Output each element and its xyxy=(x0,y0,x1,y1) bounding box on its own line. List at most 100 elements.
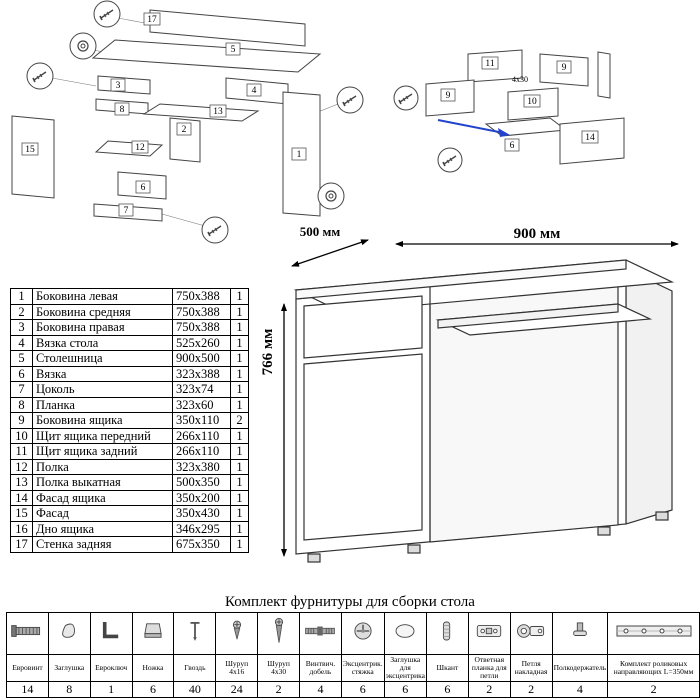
exploded-view-main: 17 5 3 8 4 13 2 12 15 6 7 1 xyxy=(11,0,364,244)
callout-circle xyxy=(69,32,97,60)
part-size: 350x430 xyxy=(172,505,231,522)
desk-right-side-panel xyxy=(625,268,673,525)
part-name: Вязка xyxy=(32,365,173,382)
desk-top-front-edge xyxy=(295,259,627,300)
plug-icon xyxy=(62,623,76,638)
desk-door-facade xyxy=(303,353,423,541)
hardware-icon-cell xyxy=(551,612,609,655)
part-size: 525x260 xyxy=(172,334,231,351)
part-label: 7 xyxy=(124,206,129,216)
part-label: 13 xyxy=(213,107,223,117)
part-number: 6 xyxy=(10,365,33,382)
part-number: 13 xyxy=(10,474,33,491)
hardware-icons-row xyxy=(6,612,700,655)
hardware-qty: 40 xyxy=(173,681,217,698)
hardware-icon-cell xyxy=(173,612,217,655)
part-qty: 1 xyxy=(230,350,249,367)
part-name: Боковина правая xyxy=(32,319,173,336)
hardware-qty: 2 xyxy=(467,681,511,698)
keyboard-tray-front-edge xyxy=(437,303,619,329)
part-label: 2 xyxy=(182,125,187,135)
hardware-icon-cell xyxy=(6,612,49,655)
part-name: Боковина ящика xyxy=(32,412,173,429)
part-label: 11 xyxy=(485,59,494,69)
hardware-icon-cell xyxy=(509,612,553,655)
part-number: 5 xyxy=(10,350,33,367)
drawer-side-extra xyxy=(597,51,611,99)
part-number: 12 xyxy=(10,458,33,475)
arrowhead xyxy=(498,128,510,137)
hardware-qty: 2 xyxy=(509,681,553,698)
part-size: 750x388 xyxy=(172,288,231,305)
part-size: 323x60 xyxy=(172,396,231,413)
part-number: 1 xyxy=(10,288,33,305)
euro-screw-icon xyxy=(11,625,41,637)
assembly-direction-arrow xyxy=(437,119,505,134)
panel-shelf xyxy=(94,140,164,157)
part-name: Щит ящика задний xyxy=(32,443,173,460)
hardware-qty: 14 xyxy=(6,681,49,698)
hardware-name: Комплект роликовых направляющих L=350мм xyxy=(607,654,700,682)
part-qty: 1 xyxy=(230,458,249,475)
hardware-icon-cell xyxy=(47,612,91,655)
part-number: 4 xyxy=(10,334,33,351)
part-number: 14 xyxy=(10,489,33,506)
part-label: 10 xyxy=(527,97,537,107)
part-size: 350x200 xyxy=(172,489,231,506)
part-name: Фасад xyxy=(32,505,173,522)
part-name: Щит ящика передний xyxy=(32,427,173,444)
hinge-icon xyxy=(517,624,545,638)
hardware-name: Полкодержатель xyxy=(551,654,609,682)
hardware-icon-cell xyxy=(131,612,175,655)
part-label: 9 xyxy=(446,91,451,101)
hardware-name: Винтвич. добель xyxy=(299,654,342,682)
part-name: Планка xyxy=(32,396,173,413)
desk-3d-view: 900 мм 500 мм 766 мм xyxy=(260,224,679,563)
part-qty: 1 xyxy=(230,489,249,506)
part-qty: 1 xyxy=(230,536,249,553)
part-qty: 1 xyxy=(230,396,249,413)
part-qty: 1 xyxy=(230,427,249,444)
hex-key-icon xyxy=(103,622,119,639)
part-size: 500x350 xyxy=(172,474,231,491)
hardware-qty: 4 xyxy=(551,681,609,698)
screw-long-icon xyxy=(274,617,283,643)
part-qty: 1 xyxy=(230,520,249,537)
hardware-icon-cell xyxy=(89,612,133,655)
hardware-icon-cell xyxy=(607,612,700,655)
eccentric-cam-icon xyxy=(354,622,372,640)
desk-leg xyxy=(597,526,611,536)
part-number-labels: 17 5 3 8 4 13 2 12 15 6 7 1 xyxy=(21,12,307,217)
hardware-qty: 2 xyxy=(257,681,301,698)
hardware-name: Евровинт xyxy=(6,654,49,682)
nail-icon xyxy=(190,622,200,641)
part-label: 6 xyxy=(141,183,146,193)
desk-drawer-front xyxy=(303,295,423,359)
shelf-support-icon xyxy=(573,622,587,636)
hardware-icon-cell xyxy=(467,612,511,655)
hardware-icon-cell xyxy=(215,612,259,655)
part-size: 323x74 xyxy=(172,381,231,398)
panel-rollout-shelf xyxy=(142,103,260,122)
part-label: 6 xyxy=(510,141,515,151)
part-number: 16 xyxy=(10,520,33,537)
dimension-width-label: 900 мм xyxy=(514,226,561,242)
part-size: 750x388 xyxy=(172,319,231,336)
part-number: 2 xyxy=(10,303,33,320)
cam-cover-icon xyxy=(395,624,415,638)
part-label: 14 xyxy=(585,133,595,143)
fastener-callouts xyxy=(393,85,463,173)
hardware-icon-cell xyxy=(383,612,427,655)
screw-short-icon xyxy=(232,620,241,640)
part-name: Полка xyxy=(32,458,173,475)
hardware-icon-cell xyxy=(257,612,301,655)
